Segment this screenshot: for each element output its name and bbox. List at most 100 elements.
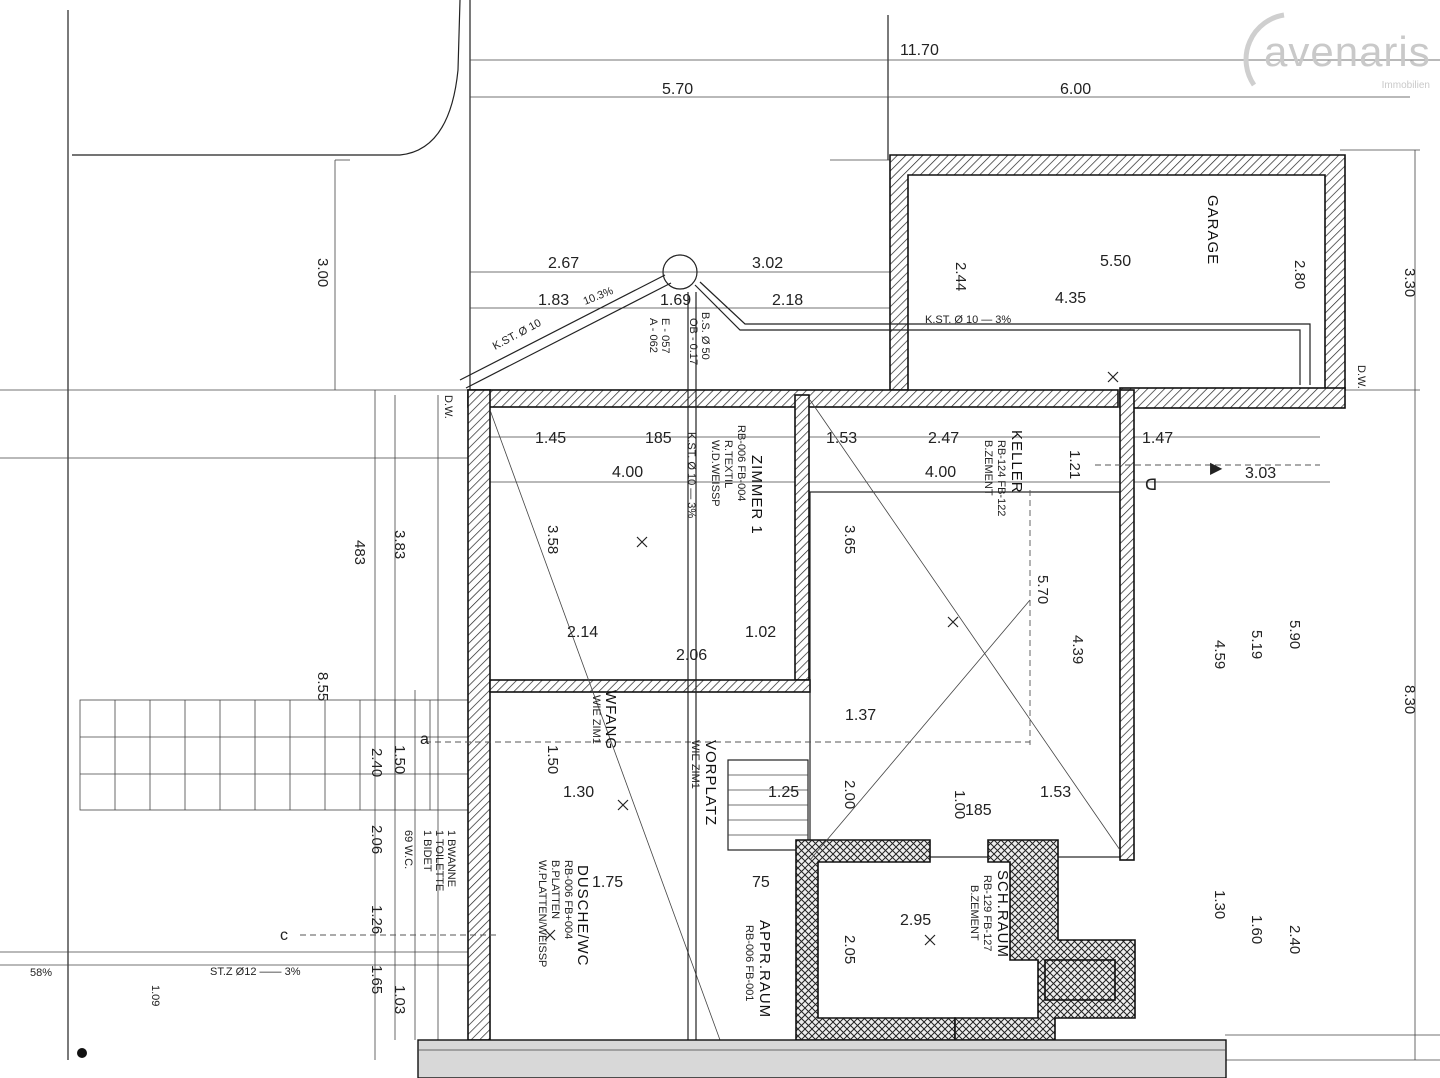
dim-garage-depth: 3.30 [1401,268,1418,297]
dim-125: 1.25 [768,784,799,801]
dim-295: 2.95 [900,912,931,929]
room-windfang: WFANG [602,690,619,750]
schraum-note-2: B.ZEMENT [968,885,980,941]
dim-150b: 1.50 [544,745,561,774]
dusche-note-1: RB-006 FB+004 [562,860,574,939]
dim-garage-inner: 5.50 [1100,253,1131,270]
dim-358: 3.58 [544,525,561,554]
svg-text:c: c [280,927,288,944]
note-slope-58: 58% [30,967,52,979]
terrace-tiles [79,699,471,811]
note-stz: ST.Z Ø12 —— 3% [210,966,301,978]
note-fixtures-1: 1 BWANNE [445,830,457,887]
dim-240: 2.40 [368,748,385,777]
dim-2675: 2.67 [548,255,579,272]
dusche-note-2: B.PLATTEN [549,860,561,919]
note-ob017: OB - 0.17 [687,318,699,365]
note-dw-left: D.W. [442,395,454,419]
dim-75: 75 [752,874,770,891]
dim-126: 1.26 [368,905,385,934]
dim-total-width: 11.70 [900,42,939,59]
dim-147: 1.47 [1142,430,1173,447]
dim-keller-width: 4.00 [925,464,956,481]
dim-185: 185 [645,430,672,447]
dim-160: 1.60 [1248,915,1265,944]
dim-185b: 185 [965,802,992,819]
room-vorplatz: VORPLATZ [702,740,719,826]
apprraum-note: RB-006 FB-001 [743,925,755,1001]
dim-overall-depth: 8.30 [1401,685,1418,714]
fixture-marks [544,371,1119,946]
dim-483: 483 [351,540,368,565]
dim-206: 2.06 [676,647,707,664]
top-dimension-lines [470,59,1440,1060]
windfang-note: WIE ZIM1 [590,695,602,744]
dim-365: 3.65 [841,525,858,554]
zimmer-note-1: RB-006 FB-004 [735,425,747,501]
dim-183: 1.83 [538,292,569,309]
dim-zimmer-width: 4.00 [612,464,643,481]
note-kst-vertical: K.ST. Ø 10 — 3% [685,432,697,518]
dim-garage-side: 2.80 [1291,260,1308,289]
dim-240b: 2.40 [1286,925,1303,954]
dim-570: 5.70 [1034,575,1051,604]
dim-5195: 5.19 [1248,630,1265,659]
dim-153: 1.53 [826,430,857,447]
dim-121: 1.21 [1066,450,1083,479]
dim-145: 1.45 [535,430,566,447]
note-kst-garage: K.ST. Ø 10 — 3% [925,314,1011,326]
note-a062: A - 062 [647,318,659,353]
dim-100: 1.00 [951,790,968,819]
note-slope: 10.3% [582,285,616,308]
dim-165: 1.65 [368,965,385,994]
dim-pipe-run: 4.35 [1055,290,1086,307]
dim-214: 2.14 [567,624,598,641]
svg-text:▶: ▶ [1210,460,1223,477]
logo-name: avenaris [1264,28,1431,75]
logo-sub: Immobilien [1381,80,1430,91]
note-fixtures-3: 1 BIDET [421,830,433,872]
svg-text:ᗡ: ᗡ [1145,477,1157,494]
dim-2065: 2.06 [368,825,385,854]
dim-top-left-depth: 3.00 [314,258,331,287]
dim-137: 1.37 [845,707,876,724]
note-fixtures-2: 1 TOILETTE [433,830,445,891]
note-bs-pipe: B.S. Ø 50 [699,312,711,360]
logo-arc-icon [1243,12,1285,87]
drain-pipes [459,254,1311,1040]
dim-130b: 1.30 [1211,890,1228,919]
room-dusche: DUSCHE/WC [574,865,591,967]
dim-303: 3.03 [1245,465,1276,482]
dim-247: 2.47 [928,430,959,447]
room-zimmer: ZIMMER 1 [748,455,765,535]
dim-3025: 3.02 [752,255,783,272]
dim-383: 3.83 [391,530,408,559]
note-dw: D.W. [1355,365,1367,389]
dim-205: 2.05 [841,935,858,964]
room-garage: GARAGE [1204,195,1221,265]
dim-590: 5.90 [1286,620,1303,649]
note-fixtures-4: 69 W.C. [402,830,414,869]
note-kst-pipe: K.ST. Ø 10 [491,317,544,353]
dusche-note-3: W.PLATTEN/WEISSP [536,860,548,967]
dim-102: 1.02 [745,624,776,641]
schraum-note-1: RB-129 FB-127 [981,875,993,951]
dim-103: 1.03 [391,985,408,1014]
zimmer-note-3: W.D.WEISSP [709,440,721,507]
dim-169: 1.69 [660,292,691,309]
note-level-109: 1.09 [149,985,161,1006]
svg-text:a: a [420,731,429,748]
dim-244: 2.44 [952,262,969,291]
dim-2185: 2.18 [772,292,803,309]
vertical-dimension-labels: 3.00 8.55 3.30 8.30 2.80 2.44 3.83 483 3… [314,258,1418,1014]
dim-459: 4.59 [1211,640,1228,669]
dimension-labels: 11.70 5.70 6.00 2.67 3.02 1.83 1.69 2.18… [535,42,1276,929]
dim-150: 1.50 [391,745,408,774]
level-markers: ▶ ᗡ a c [77,460,1223,1058]
room-labels: GARAGE ZIMMER 1 RB-006 FB-004 R.TEXTIL W… [536,195,1221,1018]
dim-130: 1.30 [563,784,594,801]
heavy-walls [795,839,1136,1041]
section-lines [300,399,1320,1041]
